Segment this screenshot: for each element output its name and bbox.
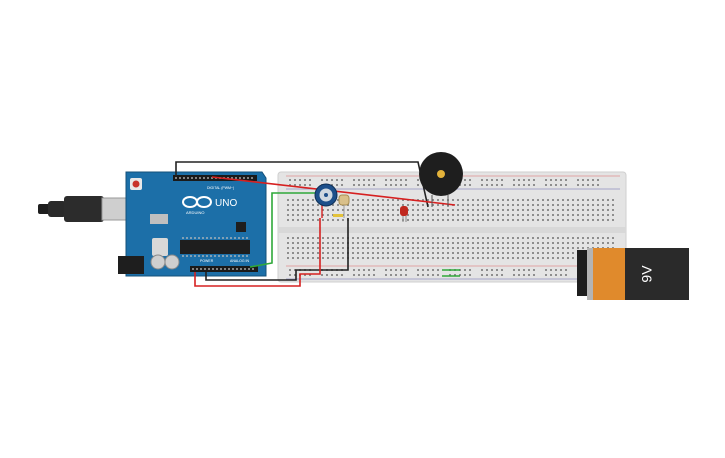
usb-cable[interactable] bbox=[38, 196, 133, 222]
breadboard-holes bbox=[286, 175, 620, 280]
led[interactable] bbox=[400, 206, 408, 222]
board-brand-text: ARDUINO bbox=[186, 210, 204, 215]
resistor[interactable] bbox=[333, 194, 350, 218]
battery-9v[interactable]: 9V bbox=[577, 248, 689, 300]
wire-black-ground[interactable] bbox=[205, 218, 349, 281]
potentiometer[interactable] bbox=[314, 183, 338, 207]
arduino-uno-board[interactable]: UNO ARDUINO DIGITAL (PWM~) POWER ANALOG … bbox=[38, 171, 267, 277]
power-header-label: POWER bbox=[200, 259, 214, 263]
power-jack[interactable] bbox=[118, 256, 144, 274]
wire-red-power[interactable] bbox=[194, 218, 321, 287]
board-model-text: UNO bbox=[215, 198, 237, 209]
atmega-chip bbox=[180, 240, 250, 254]
battery-label: 9V bbox=[639, 265, 655, 283]
piezo-buzzer[interactable] bbox=[419, 152, 463, 207]
digital-header-label: DIGITAL (PWM~) bbox=[207, 186, 234, 190]
power-analog-header[interactable] bbox=[190, 266, 258, 272]
breadboard[interactable] bbox=[277, 171, 627, 283]
wire-green-analog[interactable] bbox=[249, 192, 318, 268]
arduino-logo bbox=[182, 196, 212, 208]
analog-header-label: ANALOG IN bbox=[230, 259, 250, 263]
